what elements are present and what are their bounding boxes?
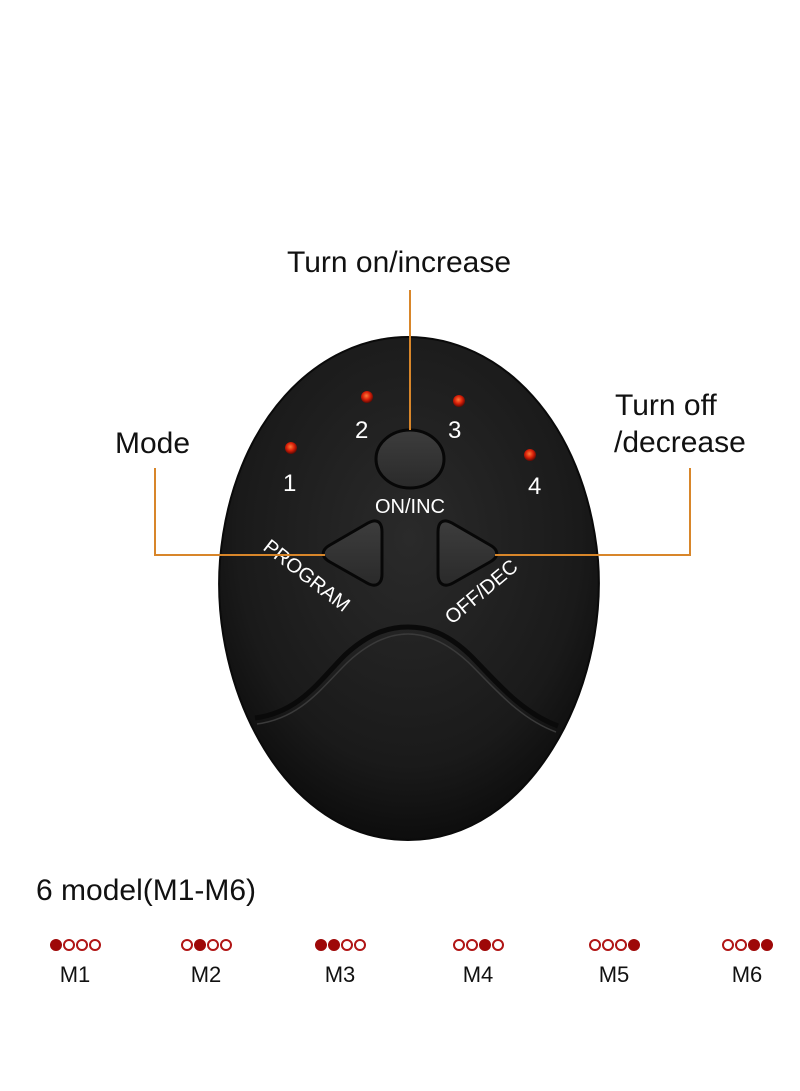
mode-label: M2: [190, 962, 222, 987]
led-off-icon: [734, 939, 747, 951]
callout-turn-off-line2: /decrease: [614, 426, 746, 459]
led-1-icon: [285, 442, 297, 454]
led-on-icon: [193, 939, 206, 951]
device-cover-highlight: [256, 633, 557, 733]
led-off-icon: [588, 939, 601, 951]
mode-label: M3: [324, 962, 356, 987]
callout-line-mode: [154, 468, 325, 556]
mode-item: M3: [285, 938, 395, 988]
off-dec-button[interactable]: [436, 519, 499, 587]
led-on-icon: [627, 939, 640, 951]
callout-line-turn-off: [495, 468, 691, 556]
ems-device-diagram: 1 2 3 4 ON/INC PROGRAM OFF/DEC: [154, 290, 691, 842]
led-off-icon: [75, 939, 88, 951]
device-cover-seam: [254, 624, 559, 729]
on-inc-label: ON/INC: [375, 496, 445, 518]
mode-item: M6: [692, 938, 800, 988]
led-number-3: 3: [448, 417, 461, 444]
led-off-icon: [614, 939, 627, 951]
mode-item: M2: [151, 938, 261, 988]
led-on-icon: [478, 939, 491, 951]
mode-item: M5: [559, 938, 669, 988]
led-off-icon: [353, 939, 366, 951]
callout-turn-on-increase: Turn on/increase: [287, 246, 512, 279]
led-3-icon: [453, 395, 465, 407]
device-body: [218, 335, 600, 842]
led-off-icon: [219, 939, 232, 951]
led-off-icon: [465, 939, 478, 951]
mode-led-pattern: [285, 938, 395, 954]
mode-label: M4: [462, 962, 494, 987]
mode-label: M1: [59, 962, 91, 987]
modes-title: 6 model(M1-M6): [36, 874, 257, 907]
led-off-icon: [88, 939, 101, 951]
led-off-icon: [721, 939, 734, 951]
led-number-4: 4: [528, 473, 541, 500]
callout-lines: [154, 290, 691, 556]
led-off-icon: [206, 939, 219, 951]
led-on-icon: [760, 939, 773, 951]
mode-led-pattern: [423, 938, 533, 954]
mode-led-pattern: [559, 938, 669, 954]
callout-turn-off-line1: Turn off: [615, 389, 717, 422]
callout-mode: Mode: [115, 427, 191, 460]
led-off-icon: [62, 939, 75, 951]
led-on-icon: [49, 939, 62, 951]
led-on-icon: [327, 939, 340, 951]
program-button[interactable]: [321, 519, 384, 587]
mode-led-pattern: [20, 938, 130, 954]
mode-item: M4: [423, 938, 533, 988]
led-off-icon: [491, 939, 504, 951]
led-off-icon: [180, 939, 193, 951]
mode-led-pattern: [692, 938, 800, 954]
on-inc-button[interactable]: [374, 428, 446, 490]
led-off-icon: [340, 939, 353, 951]
mode-label: M6: [731, 962, 763, 987]
led-number-1: 1: [283, 470, 296, 497]
led-on-icon: [747, 939, 760, 951]
led-4-icon: [524, 449, 536, 461]
mode-label: M5: [598, 962, 630, 987]
mode-item: M1: [20, 938, 130, 988]
led-number-2: 2: [355, 417, 368, 444]
led-2-icon: [361, 391, 373, 403]
mode-led-pattern: [151, 938, 261, 954]
led-on-icon: [314, 939, 327, 951]
led-off-icon: [601, 939, 614, 951]
led-off-icon: [452, 939, 465, 951]
